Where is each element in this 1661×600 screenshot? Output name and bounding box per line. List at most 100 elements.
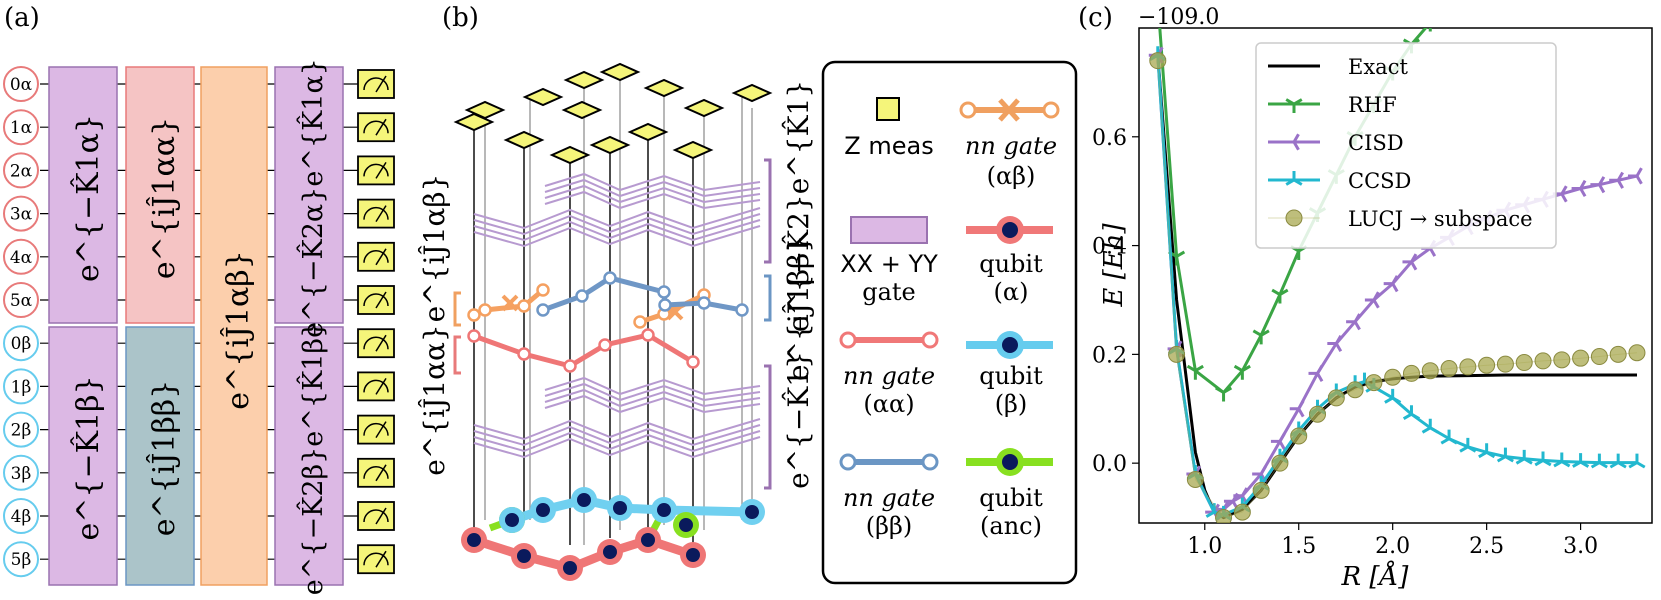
meter-arc-icon	[363, 163, 389, 177]
data-point	[1271, 454, 1289, 472]
meter-arc-icon	[363, 120, 389, 134]
data-point	[1609, 345, 1627, 363]
gate-label-k2-alpha: e^{−K̂2α}e^{K̂1α}	[296, 58, 329, 338]
meter-needle-icon	[375, 334, 387, 352]
panel-a-label: (a)	[4, 3, 40, 33]
gate-label-k1-beta: e^{−K̂1β}	[71, 375, 106, 540]
meter-arc-icon	[363, 293, 389, 307]
qubit-label: 5β	[11, 550, 32, 570]
gate-k2-alpha	[274, 66, 344, 324]
data-point	[1252, 481, 1270, 499]
data-point	[1572, 349, 1590, 367]
legend-xxyy-sub: gate	[862, 278, 916, 306]
qubit-circle	[3, 454, 39, 491]
alpha-qubit-core	[467, 533, 481, 547]
meter-needle-icon	[375, 162, 387, 179]
bracket-right-k2k1	[764, 158, 772, 264]
data-point	[1428, 28, 1432, 32]
data-point	[1364, 291, 1380, 309]
qubit-label: 4α	[10, 248, 33, 268]
legend-qubit-anc-symbol	[966, 448, 1053, 476]
data-point	[1384, 388, 1402, 404]
bracket-right-k1	[764, 364, 772, 490]
legend-nn-ab-sub: (αβ)	[987, 162, 1036, 190]
legend-nn-bb-label: nn gate	[843, 484, 935, 512]
label-k2-k1: e^{−K̂2}e^{K̂1}	[782, 80, 815, 332]
nn-gate-beta-beta	[542, 275, 743, 313]
data-point	[1402, 253, 1418, 271]
xxyy-gate-band	[544, 388, 761, 408]
alpha-qubit-core	[603, 545, 617, 559]
xxyy-gate-band	[544, 190, 761, 210]
xxyy-gate-band	[544, 394, 761, 414]
data-point	[1271, 288, 1289, 304]
bracket-left-ab	[453, 291, 461, 327]
data-point	[1478, 356, 1496, 374]
legend-qubit-alpha-symbol	[966, 216, 1053, 244]
nn-gate-alpha-alpha-node	[467, 329, 481, 343]
data-point	[1285, 133, 1300, 151]
measurement-box	[357, 155, 395, 186]
data-point	[1327, 334, 1343, 353]
panel-a-circuit: (a) e^{−K̂1α} e^{iĴ1αα} e^{iĴ1αβ} e^{−K̂…	[3, 3, 395, 595]
series-lucj	[1149, 52, 1646, 523]
meter-needle-icon	[375, 464, 387, 482]
qubit-label: 0β	[11, 334, 32, 354]
legend-nn-bb-symbol	[839, 453, 939, 471]
gate-k1-alpha	[48, 66, 118, 324]
data-point	[1515, 354, 1533, 372]
nn-gate-alpha-alpha-node	[686, 355, 700, 369]
series-line	[1156, 55, 1637, 517]
meter-arc-icon	[363, 379, 389, 393]
legend-nn-ab-label: nn gate	[965, 132, 1057, 160]
qubit-label: 2β	[11, 421, 32, 441]
measurement-box	[357, 112, 395, 143]
xxyy-gate-band	[473, 207, 761, 230]
measurement-box	[357, 544, 395, 575]
data-point	[1421, 418, 1439, 434]
qubit-label: 5α	[10, 291, 33, 311]
x-tick-label: 1.0	[1187, 534, 1222, 559]
beta-qubit-core	[745, 505, 759, 519]
xxyy-gate-band	[473, 219, 761, 242]
qubit-label: 3β	[11, 464, 32, 484]
gate-label-j1-beta-beta: e^{iĴ1ββ}	[146, 380, 182, 536]
data-point	[1384, 368, 1402, 386]
xxyy-gate-band	[473, 424, 761, 447]
data-point	[1515, 449, 1533, 465]
measurement-box	[357, 501, 395, 531]
z-meas-diamond	[731, 83, 773, 103]
nn-gate-beta-beta-node	[697, 296, 711, 310]
meter-arc-icon	[363, 422, 389, 436]
xxyy-gate-band	[544, 376, 761, 396]
data-point	[1459, 358, 1477, 376]
nn-gate-alpha-alpha-node	[641, 328, 655, 342]
gate-blocks: e^{−K̂1α} e^{iĴ1αα} e^{iĴ1αβ} e^{−K̂2α}e…	[48, 58, 344, 595]
meter-needle-icon	[375, 248, 387, 266]
qubit-label: 0α	[10, 75, 33, 95]
qubit-circle	[3, 325, 39, 362]
legend-label: LUCJ → subspace	[1348, 207, 1533, 231]
alpha-qubit-core	[686, 548, 700, 562]
legend-frame	[1255, 42, 1557, 249]
bracket-right-bb	[764, 274, 772, 322]
data-point	[1215, 509, 1233, 523]
x-tick-label: 3.0	[1563, 534, 1598, 559]
qubit-circle	[3, 109, 39, 146]
data-point	[1289, 400, 1305, 418]
gate-label-k2-beta: e^{−K̂2β}e^{K̂1β}	[296, 321, 329, 595]
alpha-qubit-core	[517, 549, 531, 563]
z-meas-diamond	[627, 122, 669, 142]
beta-qubit-core	[536, 503, 550, 517]
beta-qubit-core	[577, 493, 591, 507]
data-point	[1627, 167, 1643, 185]
meter-needle-icon	[375, 75, 387, 93]
legend-nn-bb-sub: (ββ)	[866, 512, 912, 540]
qubit-label: 4β	[11, 507, 32, 527]
legend-qubit-beta-symbol	[966, 331, 1053, 359]
measurement-box	[357, 457, 395, 488]
data-point	[1346, 381, 1364, 399]
label-j1-beta-beta: e^{iĴ1ββ}	[782, 235, 815, 381]
legend-qubit-alpha-label: qubit	[979, 250, 1043, 278]
legend-label: CCSD	[1348, 169, 1411, 193]
